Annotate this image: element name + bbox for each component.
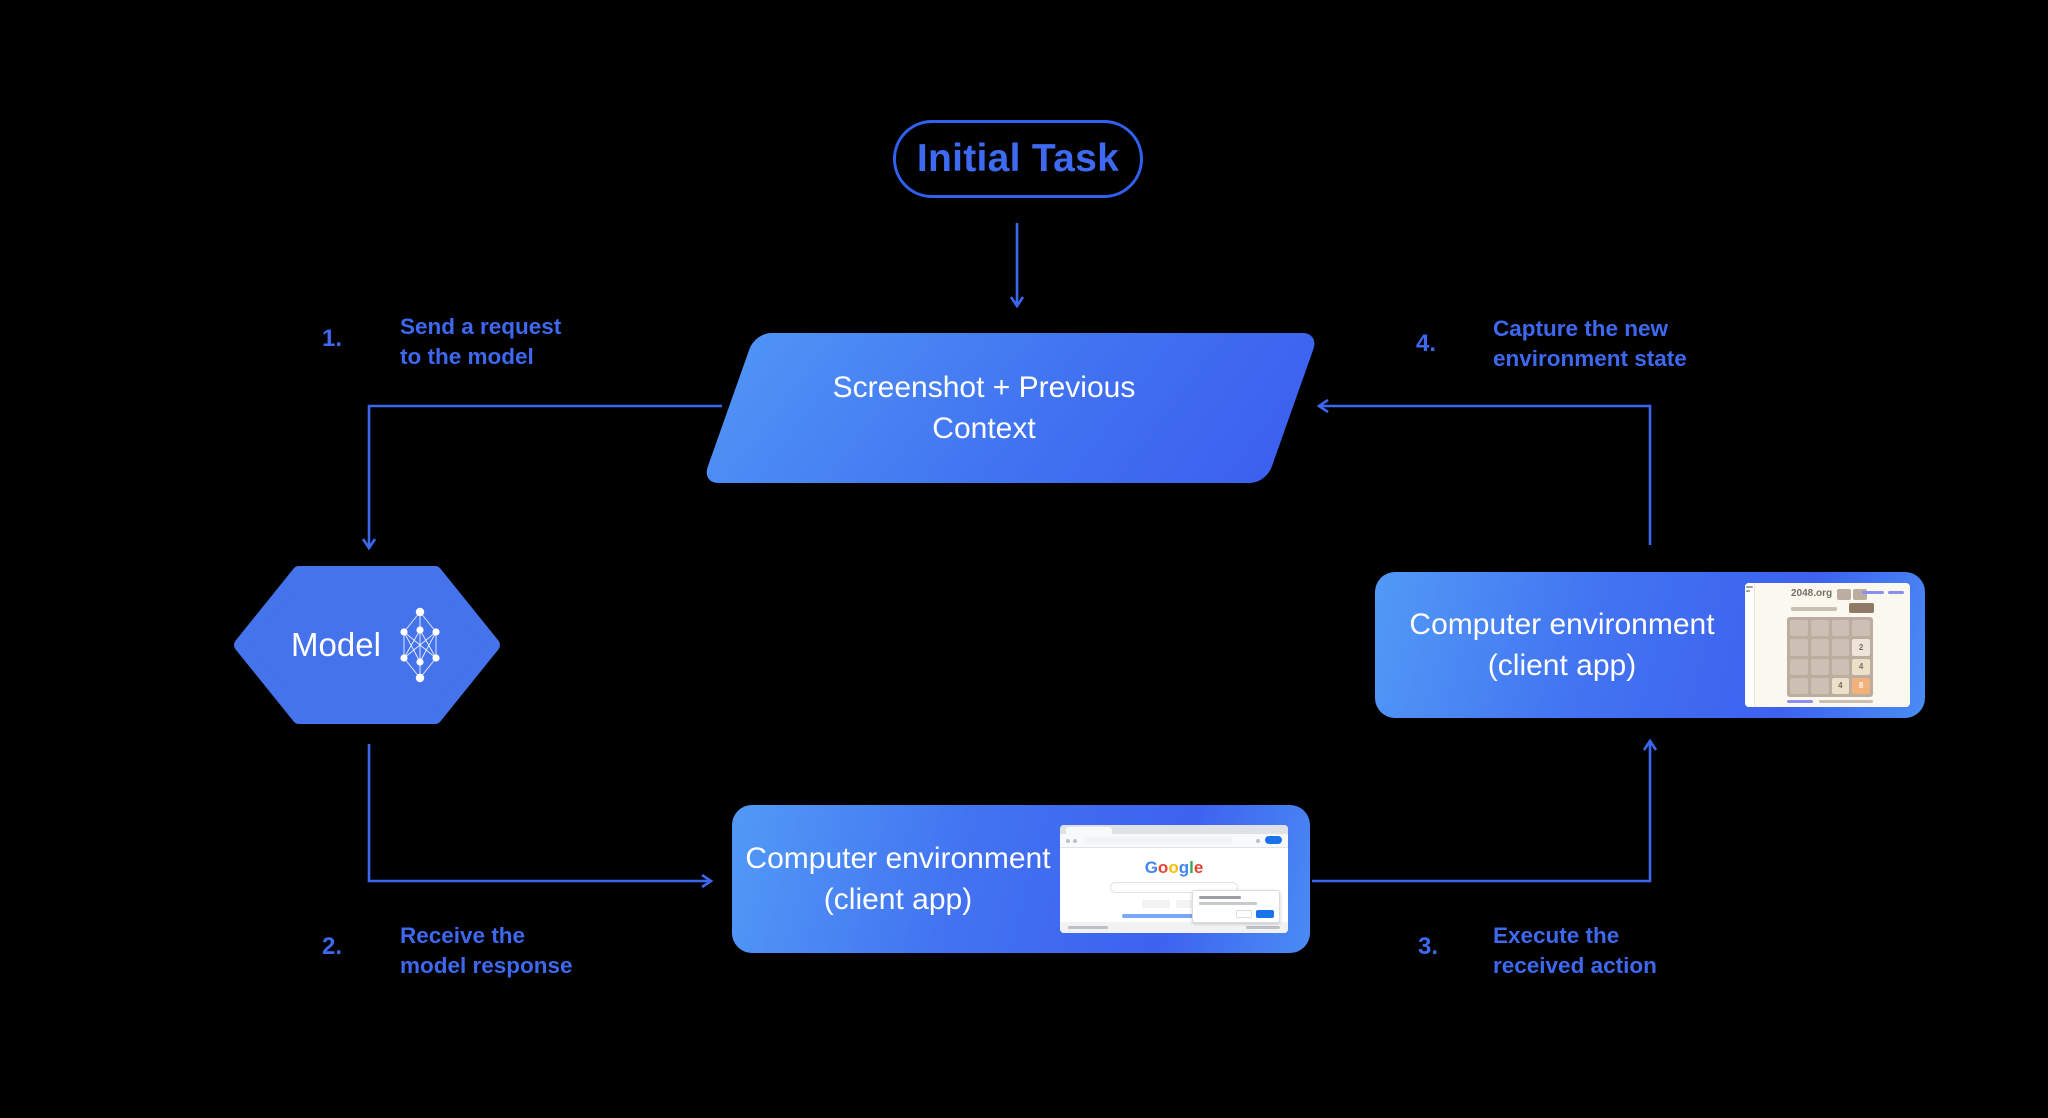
environment-node-bottom: Computer environment (client app) Google xyxy=(732,805,1310,953)
game-grid: 2 4 4 8 xyxy=(1787,617,1873,697)
grid-cell xyxy=(1810,658,1829,675)
footer-text xyxy=(1246,926,1280,929)
grid-cell xyxy=(1810,620,1829,637)
language-link-text xyxy=(1122,914,1226,918)
header-link-text xyxy=(1888,591,1904,594)
grid-cell xyxy=(1831,658,1850,675)
step-4-label: Capture the new environment state xyxy=(1493,316,1687,371)
footer-link-text xyxy=(1787,699,1813,703)
logo-letter: e xyxy=(1193,858,1204,877)
arrow-model-to-environment xyxy=(367,744,714,889)
grid-cell xyxy=(1831,639,1850,656)
tile-4: 4 xyxy=(1831,677,1850,694)
google-search-screenshot: Google xyxy=(1060,825,1288,933)
grid-cell xyxy=(1810,639,1829,656)
grid-cell xyxy=(1790,658,1808,675)
arrow-context-to-model xyxy=(361,404,722,551)
footer-text xyxy=(1819,700,1873,703)
signin-dialog xyxy=(1192,890,1280,923)
step-1-number: 1. xyxy=(322,325,343,352)
step-3-label: Execute the received action xyxy=(1493,923,1657,978)
browser-tab xyxy=(1066,827,1112,834)
search-input xyxy=(1110,882,1238,893)
game-subtitle-text xyxy=(1791,607,1837,611)
url-bar xyxy=(1084,837,1232,844)
tile-4: 4 xyxy=(1852,658,1870,675)
best-score-box xyxy=(1853,589,1867,600)
environment-right-label: Computer environment (client app) xyxy=(1409,608,1715,682)
logo-letter: G xyxy=(1144,858,1158,877)
logo-letter: g xyxy=(1178,858,1190,877)
grid-cell xyxy=(1810,677,1829,694)
screenshot-context-inner: Screenshot + Previous Context xyxy=(702,333,1266,483)
model-content: Model xyxy=(233,565,501,725)
step-2-label: Receive the model response xyxy=(400,923,573,978)
grid-cell xyxy=(1790,639,1808,656)
step-2-number: 2. xyxy=(322,933,343,960)
neural-network-icon xyxy=(400,607,440,683)
forward-icon xyxy=(1073,839,1077,843)
hexagon-shape xyxy=(234,566,500,724)
search-button xyxy=(1142,900,1170,908)
logo-letter: l xyxy=(1189,858,1194,877)
dialog-body-text xyxy=(1199,902,1257,905)
grid-cell xyxy=(1790,677,1808,694)
footer-text xyxy=(1068,926,1108,929)
step-4-number: 4. xyxy=(1416,330,1437,357)
new-game-button xyxy=(1849,603,1874,613)
browser-toolbar xyxy=(1060,834,1288,848)
grid-cell xyxy=(1852,620,1870,637)
dialog-primary-button xyxy=(1256,910,1274,918)
tile-8: 8 xyxy=(1852,677,1870,694)
logo-letter: o xyxy=(1168,858,1179,877)
tile-2: 2 xyxy=(1852,639,1870,656)
header-link-text xyxy=(1862,591,1884,594)
back-icon xyxy=(1066,839,1070,843)
game-2048-screenshot: 2048.org 2 4 4 xyxy=(1745,583,1910,707)
dialog-title-text xyxy=(1199,896,1241,899)
arrow-environment-to-environment xyxy=(1312,738,1658,883)
arrow-environment-to-context xyxy=(1316,398,1652,545)
step-3-number: 3. xyxy=(1418,933,1439,960)
logo-letter: o xyxy=(1157,858,1169,877)
side-panel-text xyxy=(1746,586,1753,588)
model-node: Model xyxy=(233,565,501,725)
initial-task-label: Initial Task xyxy=(916,137,1120,180)
screenshot-context-label: Screenshot + Previous Context xyxy=(832,371,1136,445)
page-footer xyxy=(1060,922,1288,933)
grid-cell xyxy=(1831,620,1850,637)
screenshot-context-node: Screenshot + Previous Context xyxy=(702,333,1320,483)
grid-cell xyxy=(1790,620,1808,637)
step-1-label: Send a request to the model xyxy=(400,314,562,369)
profile-button xyxy=(1265,836,1282,844)
environment-bottom-label: Computer environment (client app) xyxy=(745,842,1051,916)
environment-node-right: Computer environment (client app) 2048.o… xyxy=(1375,572,1925,718)
model-label: Model xyxy=(291,626,381,663)
browser-side-panel xyxy=(1745,583,1755,707)
side-panel-text xyxy=(1746,590,1750,592)
google-logo: Google xyxy=(1060,858,1288,878)
game-title: 2048.org xyxy=(1791,588,1833,599)
extension-icon xyxy=(1256,839,1260,843)
score-box xyxy=(1837,589,1851,600)
browser-chrome xyxy=(1060,825,1288,834)
dialog-secondary-button xyxy=(1236,910,1252,918)
initial-task-node: Initial Task xyxy=(893,120,1143,198)
